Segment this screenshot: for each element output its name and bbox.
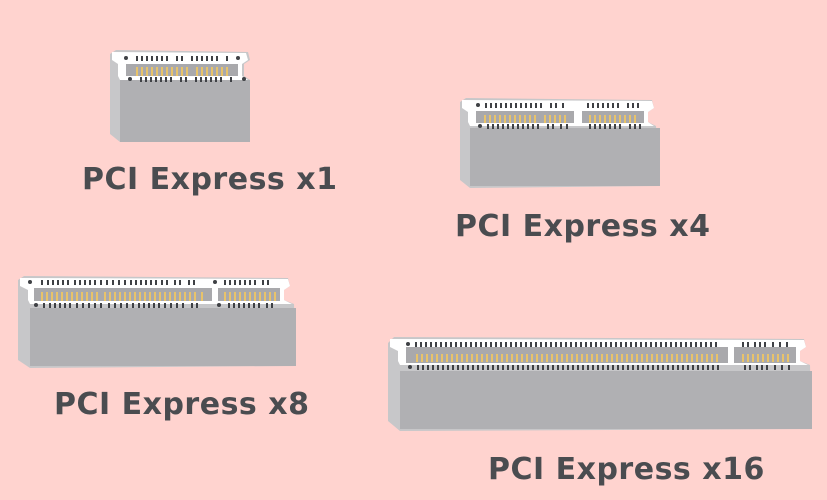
pcie-x8-label: PCI Express x8 [54, 387, 310, 422]
pcie-x16-label: PCI Express x16 [488, 452, 765, 487]
pcie-x4-slot-icon [460, 98, 660, 188]
pcie-x1-label: PCI Express x1 [82, 162, 338, 197]
pcie-x1-slot-icon [110, 50, 250, 142]
pcie-x16-slot-icon [388, 337, 812, 431]
pcie-x1-slot-illustration [106, 50, 256, 145]
pcie-x8-slot-illustration [16, 276, 298, 368]
pcie-x8-slot-icon [18, 276, 296, 368]
pcie-x16-slot-illustration [386, 337, 814, 433]
pcie-x4-slot-illustration [456, 98, 661, 190]
pcie-x4-label: PCI Express x4 [455, 209, 711, 244]
